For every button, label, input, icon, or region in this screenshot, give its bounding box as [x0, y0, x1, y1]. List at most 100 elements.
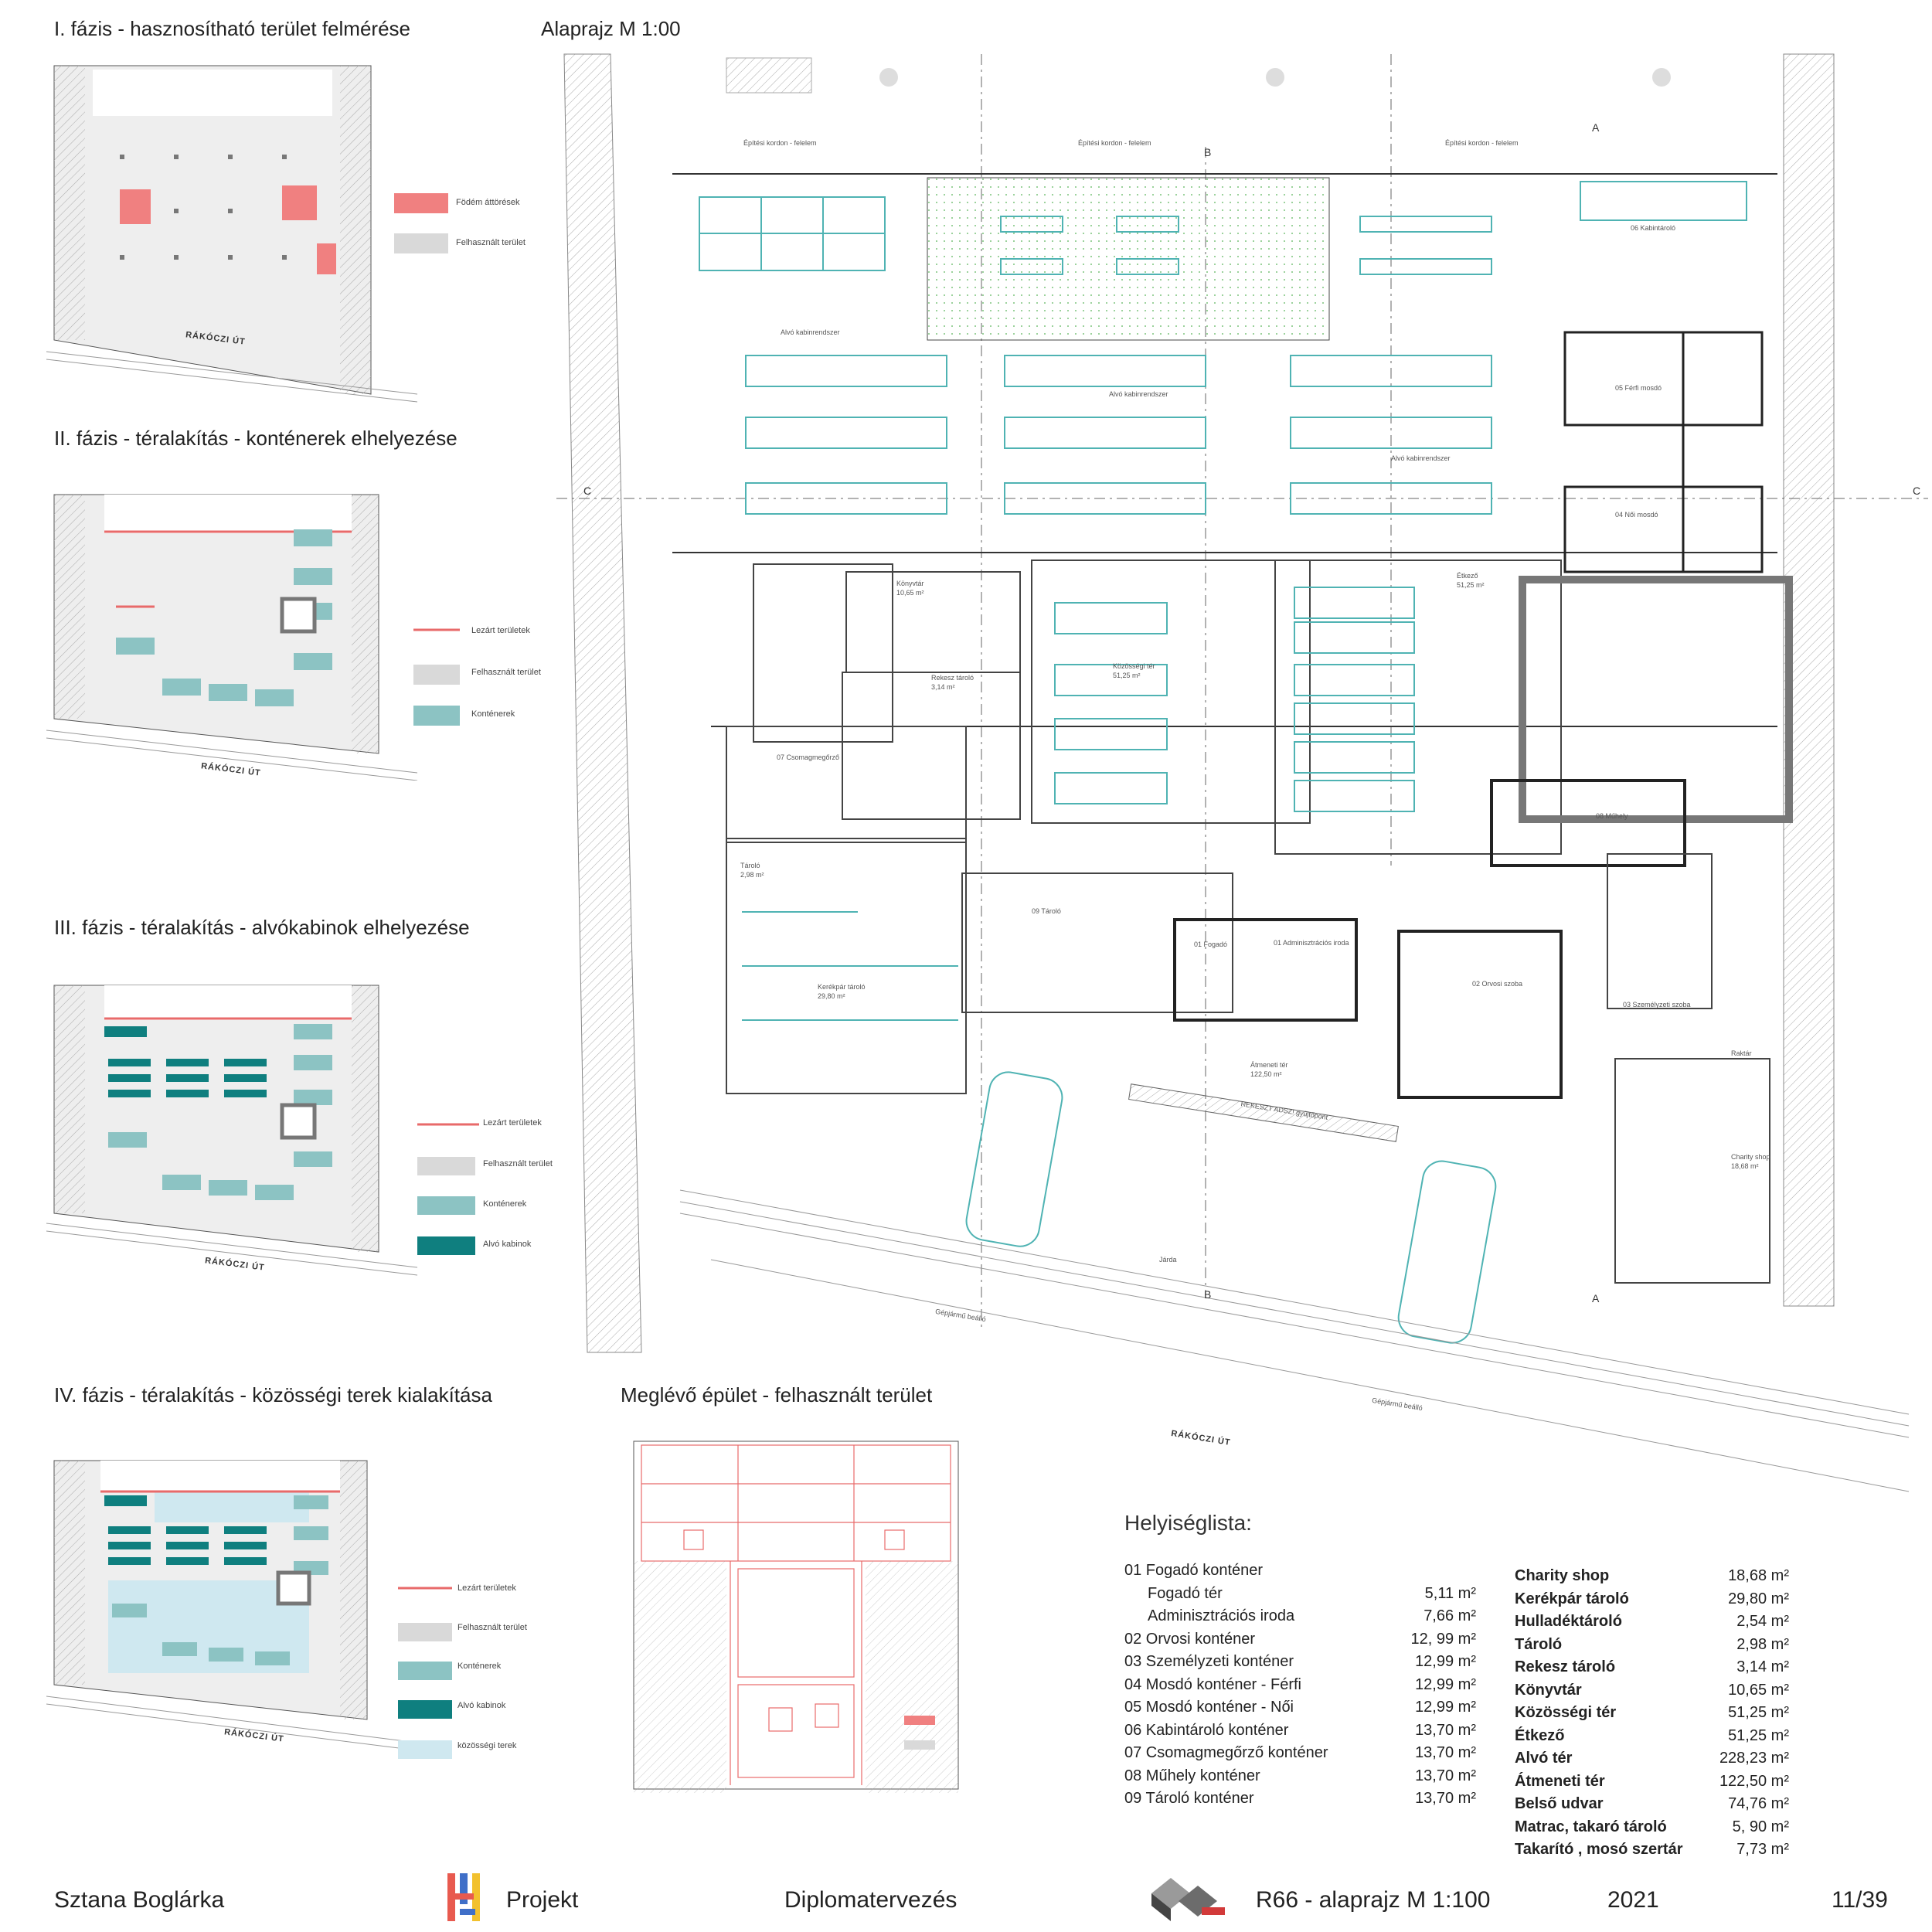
- plan-label-kordon-3: Építési kordon - felelem: [1445, 139, 1519, 147]
- room-row: 04 Mosdó konténer - Férfi 12,99 m²: [1124, 1674, 1476, 1697]
- phase-1-title: I. fázis - hasznosítható terület felméré…: [54, 17, 410, 40]
- room-row: 01 Fogadó konténer: [1124, 1560, 1476, 1583]
- plan-label-charity-area: 18,68 m²: [1731, 1162, 1759, 1170]
- room-name: Könyvtár: [1515, 1681, 1582, 1699]
- room-area: 12,99 m²: [1415, 1653, 1476, 1670]
- room-name: Hulladéktároló: [1515, 1613, 1622, 1630]
- room-area: 51,25 m²: [1728, 1726, 1789, 1744]
- plan-label-alvo-2: Alvó kabinrendszer: [1109, 390, 1168, 398]
- footer-project: Projekt: [506, 1887, 579, 1913]
- plan-label-ferfi: 05 Férfi mosdó: [1615, 384, 1662, 392]
- footer-year: 2021: [1607, 1887, 1659, 1913]
- plan-label-atmeneti-area: 122,50 m²: [1250, 1070, 1282, 1078]
- plan-label-kordon-1: Építési kordon - felelem: [743, 139, 817, 147]
- plan-label-rekesz: Rekesz tároló: [931, 674, 975, 682]
- plan-label-orvosi: 02 Orvosi szoba: [1472, 980, 1523, 988]
- plan-label-alvo-3: Alvó kabinrendszer: [1391, 454, 1451, 462]
- plan-label-admin: 01 Adminisztrációs iroda: [1274, 939, 1349, 947]
- room-area: 5, 90 m²: [1732, 1818, 1789, 1835]
- phase-1-legend-2: Felhasznált terület: [456, 238, 526, 247]
- room-name: 08 Műhely konténer: [1124, 1767, 1260, 1784]
- plan-label-tarolo-small: Tároló: [740, 862, 760, 869]
- plan-label-jarda: Járda: [1159, 1256, 1177, 1264]
- room-name: Adminisztrációs iroda: [1148, 1607, 1295, 1624]
- main-floor-plan: A A B B C C: [556, 53, 1928, 1492]
- existing-title: Meglévő épület - felhasznált terület: [621, 1383, 933, 1406]
- phase-4-legend-3: Konténerek: [457, 1662, 502, 1671]
- footer-sheet-title: R66 - alaprajz M 1:100: [1256, 1887, 1491, 1913]
- sleeping-cabins: [699, 196, 1492, 515]
- room-list-title: Helyiséglista:: [1124, 1511, 1252, 1535]
- room-area: 13,70 m²: [1415, 1744, 1476, 1761]
- section-mark-b-top: B: [1204, 146, 1211, 158]
- room-name: Átmeneti tér: [1515, 1772, 1605, 1790]
- room-name: Tároló: [1515, 1635, 1563, 1653]
- room-row: Adminisztrációs iroda 7,66 m²: [1124, 1605, 1476, 1628]
- room-area: 29,80 m²: [1728, 1590, 1789, 1607]
- room-name: Alvó tér: [1515, 1750, 1573, 1767]
- plan-label-fogado: 01 Fogadó: [1194, 940, 1228, 948]
- room-name: 03 Személyzeti konténer: [1124, 1653, 1294, 1670]
- room-area: 228,23 m²: [1719, 1750, 1789, 1767]
- phase-4-legend-1: Lezárt területek: [457, 1583, 516, 1593]
- room-area: 7,73 m²: [1736, 1841, 1789, 1858]
- room-name: 06 Kabintároló konténer: [1124, 1721, 1289, 1739]
- opening-3: [317, 243, 336, 274]
- room-area: 5,11 m²: [1424, 1584, 1476, 1602]
- plan-title: Alaprajz M 1:00: [541, 17, 681, 40]
- room-area: 12, 99 m²: [1410, 1630, 1476, 1648]
- room-name: 09 Tároló konténer: [1124, 1790, 1254, 1807]
- room-area: 13,70 m²: [1415, 1721, 1476, 1739]
- womens-restroom-container: [1563, 485, 1764, 573]
- room-row: Matrac, takaró tároló 5, 90 m²: [1515, 1816, 1789, 1839]
- plan-label-etkezo-area: 51,25 m²: [1457, 581, 1485, 589]
- plan-label-noi: 04 Női mosdó: [1615, 511, 1658, 519]
- room-area: 12,99 m²: [1415, 1675, 1476, 1693]
- phase-2-legend-2: Felhasznált terület: [471, 668, 541, 677]
- room-name: Matrac, takaró tároló: [1515, 1818, 1667, 1835]
- phase-1-diagram: [46, 65, 448, 403]
- institution-logo-icon: [1151, 1878, 1225, 1921]
- room-area: 7,66 m²: [1423, 1607, 1476, 1624]
- room-row: 09 Tároló konténer 13,70 m²: [1124, 1787, 1476, 1811]
- phase-2-title: II. fázis - téralakítás - konténerek elh…: [54, 427, 457, 450]
- room-area: 13,70 m²: [1415, 1790, 1476, 1807]
- room-area: 2,54 m²: [1736, 1613, 1789, 1630]
- room-name: 04 Mosdó konténer - Férfi: [1124, 1675, 1301, 1693]
- plan-label-muhely: 08 Műhely: [1596, 812, 1628, 820]
- phase-2-legend-1: Lezárt területek: [471, 626, 530, 635]
- plan-label-konyvtar-area: 10,65 m²: [896, 589, 924, 597]
- plan-label-charity: Charity shop: [1731, 1153, 1770, 1161]
- room-area: 13,70 m²: [1415, 1767, 1476, 1784]
- phase-3-legend-1: Lezárt területek: [483, 1118, 542, 1128]
- plan-label-kerekpar-area: 29,80 m²: [818, 992, 845, 1000]
- phase-1-legend-1: Födém áttörések: [456, 198, 520, 207]
- phase-4-legend-2: Felhasznált terület: [457, 1623, 527, 1632]
- opening-1: [120, 189, 151, 224]
- phase-3-legend-3: Konténerek: [483, 1199, 527, 1209]
- left-boundary-wall: [563, 53, 642, 1353]
- room-name: Közösségi tér: [1515, 1704, 1617, 1721]
- room-name: Takarító , mosó szertár: [1515, 1841, 1683, 1858]
- room-name: 01 Fogadó konténer: [1124, 1562, 1264, 1579]
- footer-course: Diplomatervezés: [784, 1887, 957, 1913]
- section-mark-a-bottom: A: [1592, 1292, 1600, 1304]
- phase-4-title: IV. fázis - téralakítás - közösségi tere…: [54, 1383, 492, 1406]
- plan-label-kabintarolo: 06 Kabintároló: [1631, 224, 1676, 232]
- plan-label-atmeneti: Átmeneti tér: [1250, 1061, 1288, 1069]
- room-row: 08 Műhely konténer 13,70 m²: [1124, 1765, 1476, 1788]
- room-row: Alvó tér 228,23 m²: [1515, 1747, 1789, 1770]
- plan-label-kozossegi-area: 51,25 m²: [1113, 672, 1141, 679]
- room-row: 06 Kabintároló konténer 13,70 m²: [1124, 1719, 1476, 1743]
- section-mark-c-left: C: [583, 485, 591, 497]
